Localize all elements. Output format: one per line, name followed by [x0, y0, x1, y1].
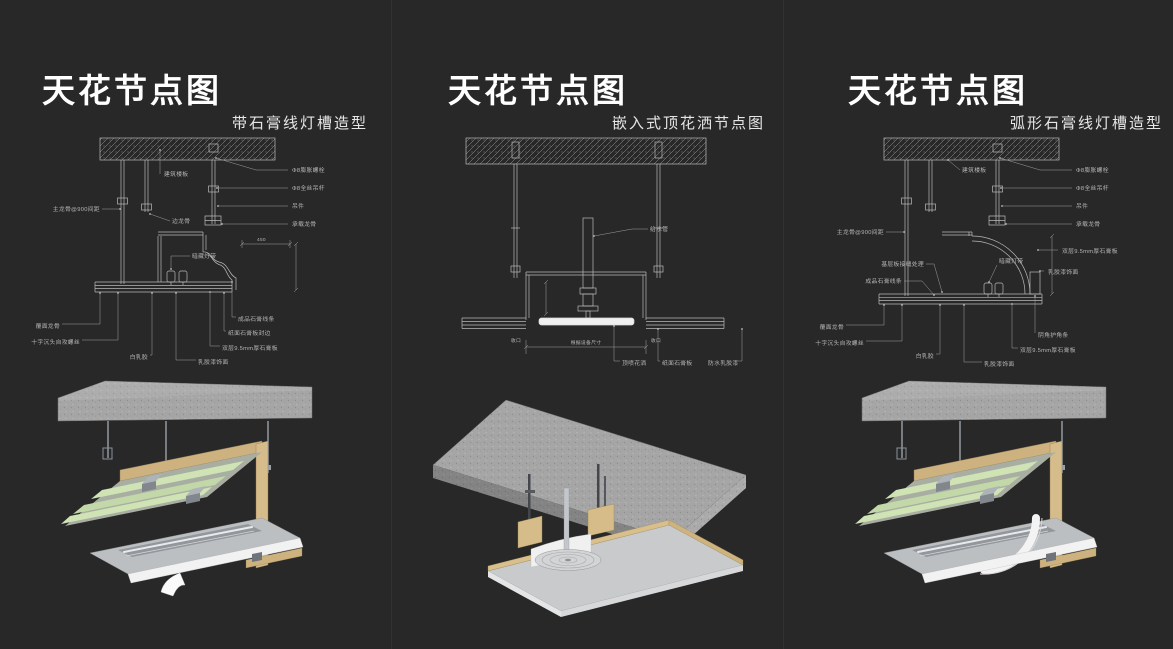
label-cover-keel: 覆面龙骨	[820, 323, 844, 331]
leader-dots	[99, 149, 233, 294]
metal-channels-3d	[936, 474, 1000, 504]
gypsum-deck-3d	[61, 452, 262, 526]
leader-lines	[593, 228, 743, 362]
dim-450: 450	[257, 237, 266, 243]
label-edge-keel: 边龙骨	[172, 217, 190, 225]
hanger-rods-section	[510, 141, 664, 278]
dimension-lines	[523, 279, 649, 354]
panel-subtitle: 弧形石膏线灯槽造型	[1009, 115, 1163, 132]
dim-equipment-size: 根据设备尺寸	[571, 339, 602, 346]
concrete-slab-3d	[57, 380, 313, 422]
label-screw: 十字沉头自攻螺丝	[31, 338, 80, 346]
cad-labels: 给水管 根据设备尺寸 收口 收口 顶喷花洒 纸面石膏板 防水乳胶漆	[511, 225, 739, 367]
label-expansion-bolt: Φ8膨胀螺栓	[1076, 166, 1109, 174]
label-expansion-bolt: Φ8膨胀螺栓	[292, 166, 325, 174]
label-keel-spacing: 主龙骨@900间距	[837, 228, 884, 236]
page-title: 天花节点图	[848, 72, 1028, 109]
panel-gypsum-light-trough: 天花节点图 带石膏线灯槽造型	[0, 0, 391, 649]
label-cornice: 成品石膏线条	[238, 315, 275, 323]
concrete-slab-3d	[861, 380, 1107, 422]
label-carrier-keel: 承载龙骨	[292, 220, 316, 228]
label-gypsum-board: 纸面石膏板	[662, 359, 693, 367]
label-hanger-clip: 吊件	[292, 202, 304, 210]
label-screw: 十字沉头自攻螺丝	[815, 339, 864, 347]
render-3d-light-trough	[57, 380, 313, 597]
label-hanger-rod: Φ8全丝吊杆	[292, 184, 325, 192]
light-trough-3d	[89, 517, 301, 575]
label-white-glue: 白乳胶	[916, 352, 934, 360]
panel-embedded-shower: 天花节点图 嵌入式顶花洒节点图	[391, 0, 783, 649]
cad-labels: 建筑楼板 主龙骨@900间距 Φ8膨胀螺栓 Φ8全丝吊杆 吊件 承载龙骨 边龙骨…	[31, 166, 325, 366]
leader-lines	[62, 150, 288, 361]
hanger-rods-3d	[525, 464, 606, 536]
leader-dots	[883, 157, 1041, 306]
ceiling-boards-section	[94, 231, 237, 293]
label-white-glue: 白乳胶	[130, 353, 148, 361]
ceiling-boards-section	[878, 231, 1043, 305]
label-hidden-led: 暗藏灯带	[999, 257, 1023, 265]
panel-header: 天花节点图 嵌入式顶花洒节点图	[448, 74, 765, 133]
label-hanger-clip: 吊件	[1076, 202, 1088, 210]
panel-header: 天花节点图 弧形石膏线灯槽造型	[848, 74, 1163, 133]
render-3d-curved-trough	[855, 380, 1107, 584]
label-waterproof-paint: 防水乳胶漆	[708, 359, 739, 367]
panel-subtitle: 嵌入式顶花洒节点图	[611, 115, 765, 132]
light-trough-3d	[883, 517, 1095, 575]
page-title: 天花节点图	[448, 72, 628, 109]
panel-header: 天花节点图 带石膏线灯槽造型	[42, 74, 368, 133]
label-carrier-keel: 承载龙骨	[1076, 220, 1100, 228]
cad-labels: 建筑楼板 主龙骨@900间距 Φ8膨胀螺栓 Φ8全丝吊杆 吊件 承载龙骨 基层板…	[815, 166, 1118, 368]
dimension-lines	[239, 240, 299, 293]
label-seam-right: 收口	[651, 337, 661, 344]
panel-subtitle: 带石膏线灯槽造型	[231, 115, 368, 132]
concrete-slab-section	[883, 137, 1060, 161]
shower-recess-3d	[530, 487, 602, 571]
cad-drawing-light-trough: 建筑楼板 主龙骨@900间距 Φ8膨胀螺栓 Φ8全丝吊杆 吊件 承载龙骨 边龙骨…	[31, 137, 325, 366]
label-hanger-rod: Φ8全丝吊杆	[1076, 184, 1109, 192]
label-slab: 建筑楼板	[164, 170, 188, 178]
label-hidden-led: 暗藏灯带	[192, 252, 216, 260]
cad-drawing-shower: 给水管 根据设备尺寸 收口 收口 顶喷花洒 纸面石膏板 防水乳胶漆	[461, 137, 743, 367]
leader-dots	[593, 235, 743, 330]
hangers-and-keels	[901, 143, 1006, 296]
wood-blocking-3d	[517, 503, 615, 549]
recess-and-boards-section	[461, 271, 725, 329]
label-double-board: 双层9.5mm厚石膏板	[1020, 346, 1076, 354]
white-cornice-3d	[921, 537, 1098, 584]
hangers-and-keels	[117, 143, 222, 284]
label-seam-treatment: 基层板接缝处理	[881, 260, 924, 268]
panel-curved-light-trough: 天花节点图 弧形石膏线灯槽造型	[783, 0, 1173, 649]
label-double-board: 双层9.5mm厚石膏板	[222, 344, 278, 352]
concrete-slab-section	[99, 137, 276, 161]
label-seam-left: 收口	[511, 337, 521, 344]
label-slab: 建筑楼板	[962, 166, 986, 174]
render-3d-shower	[432, 399, 747, 617]
ceiling-panel-3d	[487, 519, 744, 617]
label-corner-bead: 阴角护角条	[1038, 331, 1069, 339]
concrete-slab-section	[465, 137, 707, 165]
label-shower-head: 顶喷花洒	[622, 359, 646, 367]
label-keel-spacing: 主龙骨@900间距	[53, 205, 100, 213]
label-cornice: 成品石膏线条	[865, 277, 902, 285]
dimension-lines	[1049, 233, 1055, 297]
leader-lines	[846, 157, 1072, 363]
label-double-board-right: 双层9.5mm厚石膏板	[1062, 247, 1118, 255]
shower-head-section	[538, 217, 635, 326]
label-latex-paint: 乳胶漆饰面	[984, 360, 1015, 368]
cad-drawing-curved-trough: 建筑楼板 主龙骨@900间距 Φ8膨胀螺栓 Φ8全丝吊杆 吊件 承载龙骨 基层板…	[815, 137, 1118, 368]
label-water-pipe: 给水管	[650, 225, 668, 233]
gypsum-deck-3d	[855, 452, 1056, 526]
label-cover-keel: 覆面龙骨	[36, 322, 60, 330]
page-title: 天花节点图	[42, 72, 222, 109]
label-latex-paint-right: 乳胶漆饰面	[1048, 268, 1079, 276]
label-latex-paint: 乳胶漆饰面	[198, 358, 229, 366]
metal-channels-3d	[142, 474, 206, 504]
white-cornice-3d	[127, 537, 304, 597]
label-board-edge: 纸面石膏板封边	[228, 329, 271, 337]
